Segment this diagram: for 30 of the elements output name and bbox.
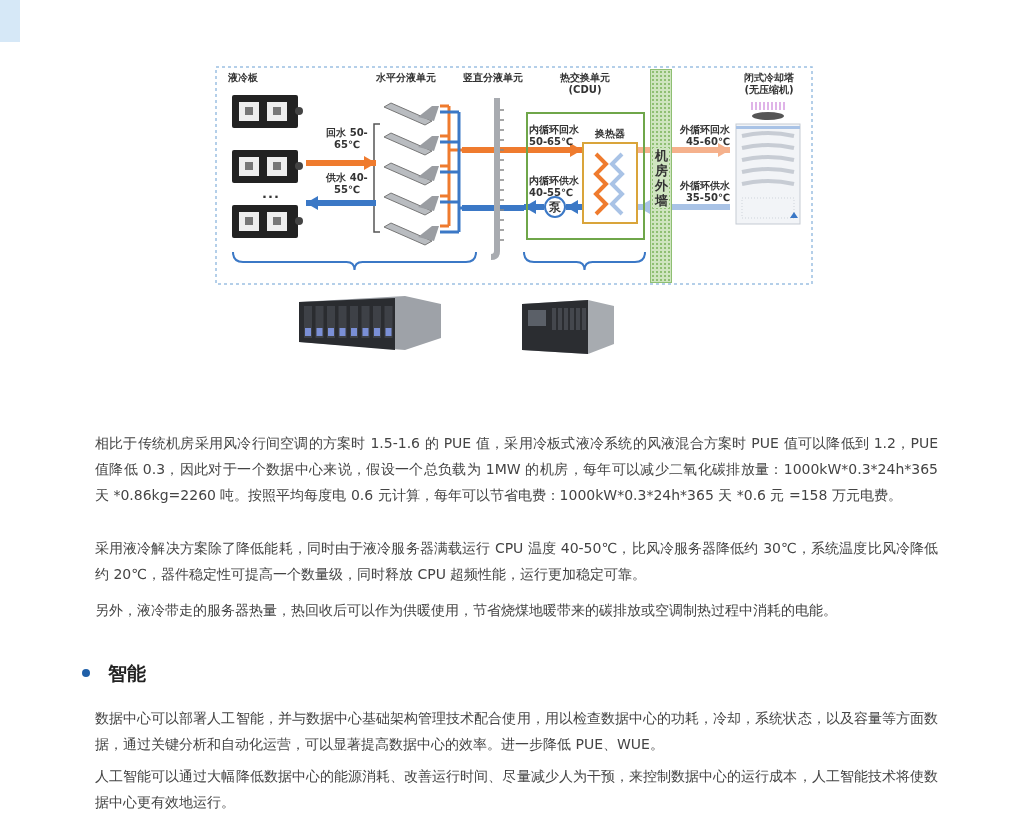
edge-label: 外循环回水 45-60℃: [679, 124, 730, 148]
arrow: [638, 200, 650, 214]
wall-label: 机房外墙: [653, 148, 669, 208]
wall-band: [650, 69, 672, 283]
arrow: [306, 156, 376, 170]
unit-heading: 水平分液单元: [376, 72, 437, 84]
edge-label: 回水 50-65℃: [325, 127, 369, 151]
edge-label: 供水 40-55℃: [325, 172, 369, 196]
paragraph: 采用液冷解决方案除了降低能耗，同时由于液冷服务器满载运行 CPU 温度 40-50℃，比风冷服务器降低约 30℃，系统温度比风冷降低约 20℃，器件稳定性可提高一个数量级，同时释放 CPU 超频性能，运行更加稳定可靠。: [95, 539, 938, 584]
pump-symbol: 泵: [544, 196, 566, 218]
paragraph: 另外，液冷带走的服务器热量，热回收后可以作为供暖使用，节省烧煤地暖带来的碳排放或空调制热过程中消耗的电能。: [95, 601, 838, 620]
arrow: [672, 143, 730, 157]
paragraph: 数据中心可以部署人工智能，并与数据中心基础架构管理技术配合使用，用以检查数据中心的功耗，冷却，系统状态，以及容量等方面数据，通过关键分析和自动化运营，可以显著提高数据中心的效率。进一步降低 PUE、WUE。: [95, 709, 938, 754]
edge-label: 内循环供水 40-55℃: [529, 175, 580, 199]
ellipsis-label: ...: [262, 188, 280, 200]
arrow: [524, 200, 544, 214]
arrow: [524, 143, 582, 157]
edge-label: 外循环供水 35-50℃: [679, 180, 730, 204]
edge-label: 内循环回水 50-65℃: [529, 124, 580, 148]
section-heading: 智能: [108, 661, 146, 686]
unit-heading: 热交换单元 (CDU): [559, 72, 611, 96]
unit-heading: 闭式冷却塔 (无压缩机): [743, 72, 795, 96]
unit-heading: 换热器: [594, 128, 626, 140]
unit-heading: 竖直分液单元: [462, 72, 524, 84]
pipe-line: [672, 204, 730, 210]
paragraph: 人工智能可以通过大幅降低数据中心的能源消耗、改善运行时间、尽量减少人为干预，来控制数据中心的运行成本，人工智能技术将使数据中心更有效地运行。: [95, 767, 938, 812]
arrow: [306, 196, 376, 210]
unit-heading: 液冷板: [228, 72, 259, 84]
paragraph: 相比于传统机房采用风冷行间空调的方案时 1.5-1.6 的 PUE 值，采用冷板式液冷系统的风液混合方案时 PUE 值可以降低到 1.2，PUE 值降低 0.3，因此对于一个数据中心来说，假设一个总负载为 1MW 的机房，每年可以减少二氧化碳排放量：1000kW*0.3*24h*365 天 *0.86kg=2260 吨。按照平均每度电 0.6 元计算，每年可以节省电费：1000kW*0.3*24h*365 天 *0.6 元 =158 万元电费。: [95, 434, 938, 505]
arrow: [566, 200, 582, 214]
